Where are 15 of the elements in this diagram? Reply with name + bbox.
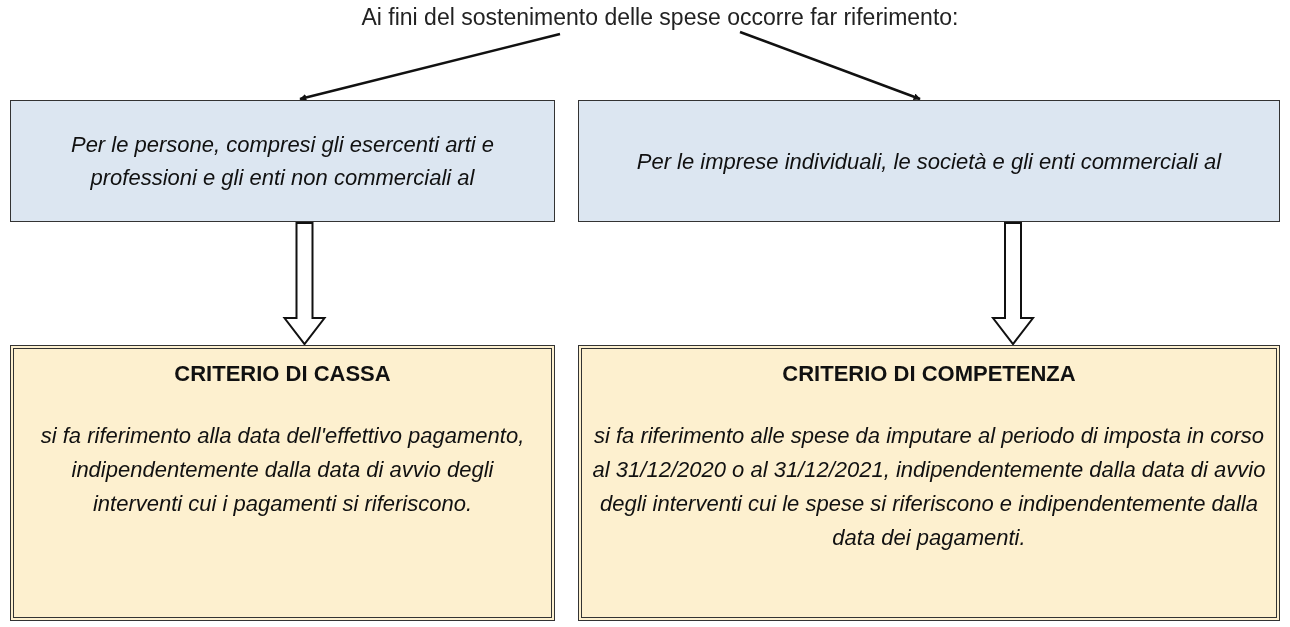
criterion-box — [578, 345, 1280, 621]
description-text: Per le persone, compresi gli esercenti arti e professioni e gli enti non commerciali al — [69, 131, 496, 192]
arrow — [299, 32, 561, 101]
category-box — [578, 100, 1280, 222]
block-arrow — [990, 222, 1036, 346]
block-arrow — [282, 222, 327, 346]
heading-text: Ai fini del sostenimento delle spese occorre far riferimento: — [330, 0, 990, 34]
criterion-title: CRITERIO DI COMPETENZA — [782, 360, 1076, 388]
description-text: Per le imprese individuali, le società e gli enti commerciali al — [636, 147, 1222, 176]
arrow — [739, 30, 921, 101]
category-box — [10, 100, 555, 222]
criterion-title: CRITERIO DI CASSA — [174, 360, 391, 388]
description-text: si fa riferimento alle spese da imputare al periodo di imposta in corso al 31/12/2020 o al 31/12/2021, indipendentemente dalla data di avvio degli interventi cui le spese si riferiscono e indipendentemente dalla data dei pagamenti. — [592, 422, 1266, 553]
description-text: si fa riferimento alla data dell'effettivo pagamento, indipendentemente dalla data di avvio degli interventi cui i pagamenti si riferiscono. — [39, 422, 526, 519]
criterion-box — [10, 345, 555, 621]
